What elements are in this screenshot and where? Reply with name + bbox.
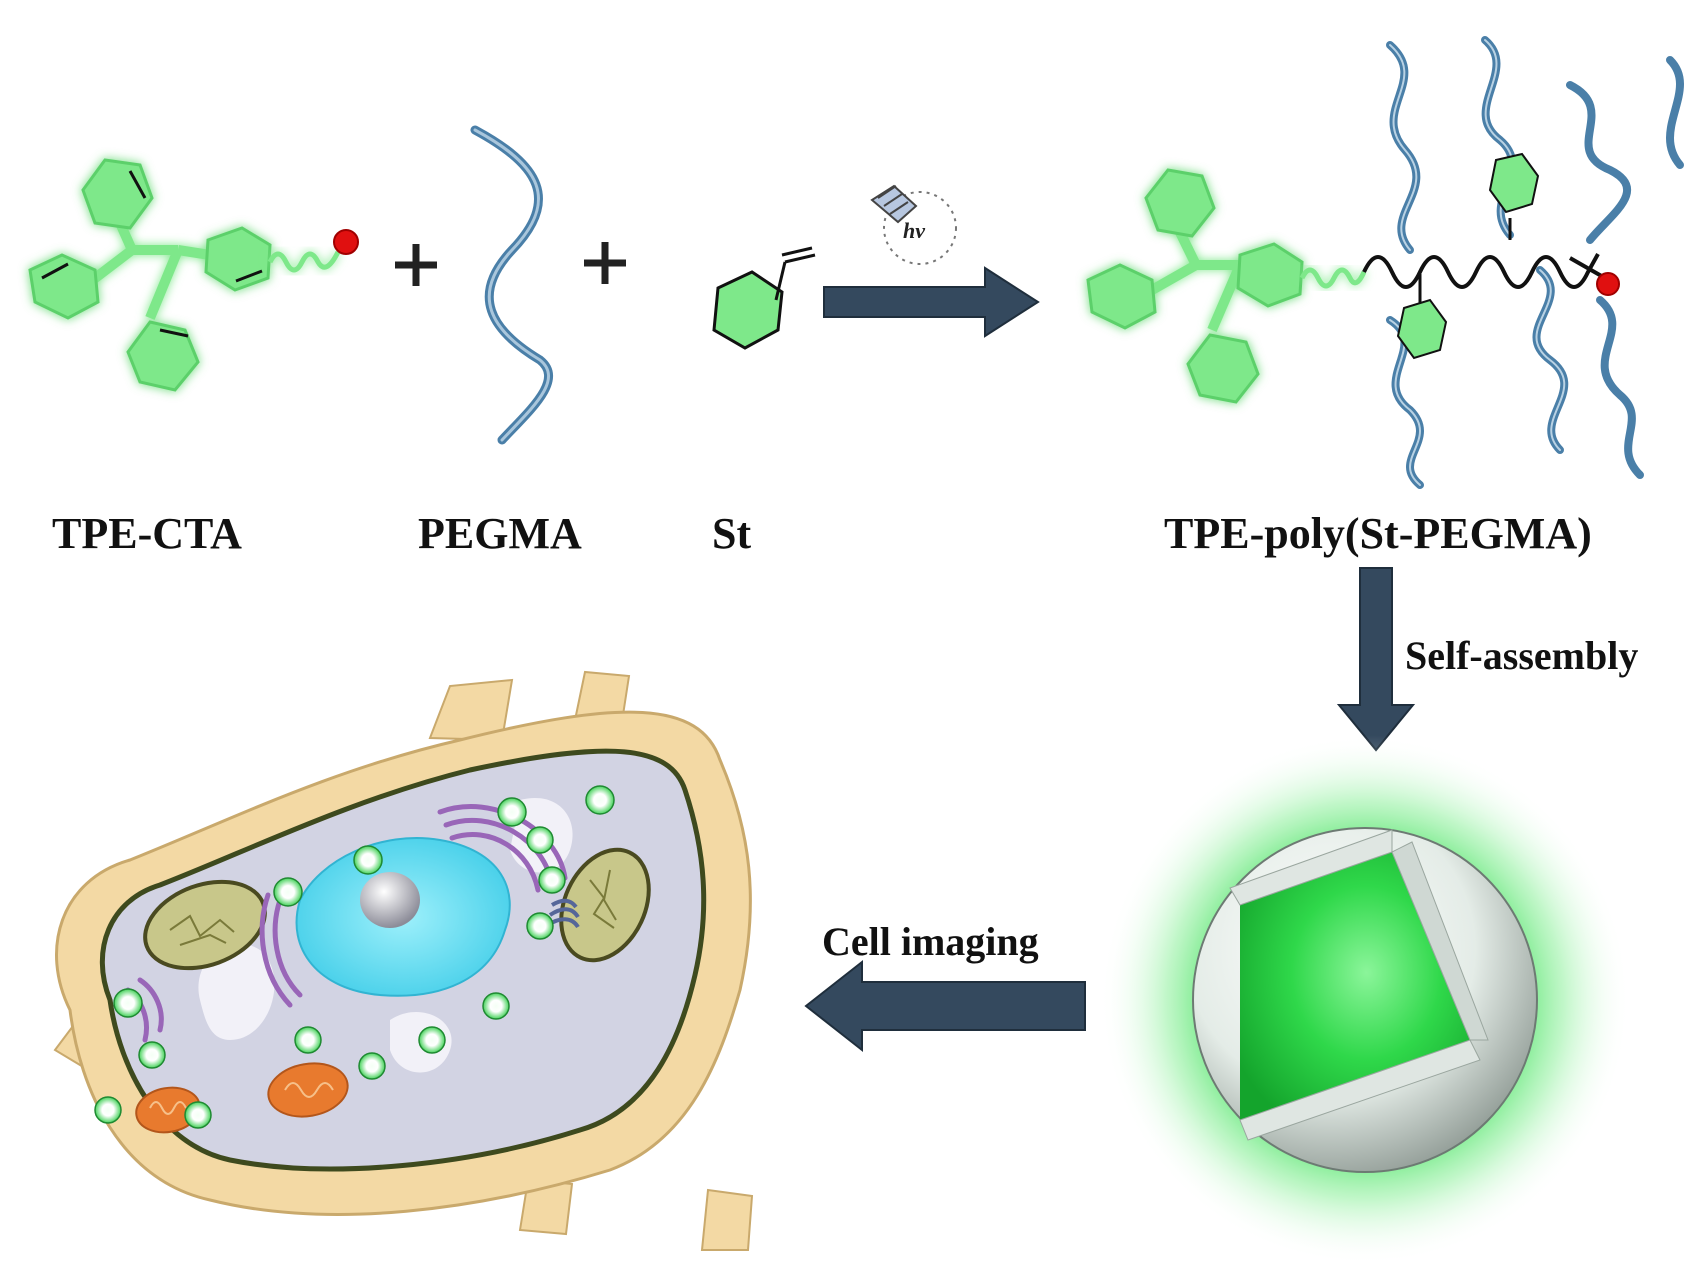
self-assembly-label: Self-assembly — [1405, 633, 1639, 678]
light-label: hv — [903, 218, 925, 243]
light-bulb-icon — [870, 184, 957, 265]
styrene-monomer — [712, 246, 816, 350]
styrene-label: St — [712, 509, 752, 558]
tpe-cta-molecule — [28, 158, 359, 392]
plus-sign-1 — [395, 244, 437, 286]
cell-imaging-arrow — [804, 959, 1086, 1053]
plant-cell — [53, 670, 754, 1251]
fluorescent-vesicles — [94, 785, 615, 1129]
fluorescent-micelle — [1100, 735, 1630, 1265]
pegma-chain — [470, 125, 553, 445]
self-assembly-arrow — [1336, 567, 1416, 752]
tpe-cta-label: TPE-CTA — [52, 509, 242, 558]
reaction-arrow — [823, 266, 1040, 338]
tpe-polymer-product — [1086, 36, 1684, 489]
plus-sign-2 — [584, 242, 626, 284]
cell-imaging-label: Cell imaging — [822, 919, 1039, 964]
product-label: TPE-poly(St-PEGMA) — [1164, 509, 1592, 558]
pegma-label: PEGMA — [418, 509, 582, 558]
